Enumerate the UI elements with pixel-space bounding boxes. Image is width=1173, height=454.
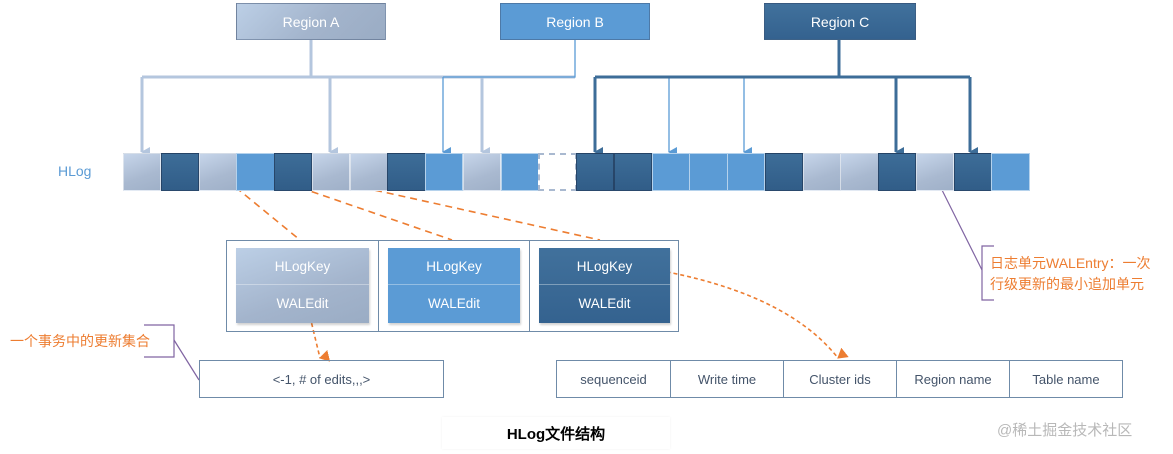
wal-entry-box: HLogKey WALEdit: [388, 248, 520, 323]
hlog-label: HLog: [58, 163, 92, 179]
field-table-name: Table name: [1009, 361, 1122, 397]
hlogkey-fields: sequenceid Write time Cluster ids Region…: [556, 360, 1123, 398]
leader-left: [173, 339, 200, 381]
region-a-connectors: [140, 40, 575, 157]
region-c-label: Region C: [810, 13, 870, 30]
mapping-line-b: [254, 171, 453, 241]
annotation-update-set: 一个事务中的更新集合: [10, 333, 150, 349]
hlog-cell-region-b: [991, 153, 1030, 191]
hlog-cell-region-c: [953, 153, 992, 191]
hlog-cell-region-a: [311, 153, 350, 191]
annotation-walentry-line2: 行级更新的最小追加单元: [990, 276, 1144, 292]
hlog-cell-region-a: [123, 153, 162, 191]
bracket-right: [981, 245, 994, 301]
region-b-box: Region B: [500, 3, 650, 40]
hlog-cell-region-a: [462, 153, 501, 191]
region-c-box: Region C: [764, 3, 916, 40]
wal-entry-b: HLogKey WALEdit: [378, 241, 529, 331]
region-a-box: Region A: [236, 3, 386, 40]
annotation-walentry-line1: 日志单元WALEntry：一次: [990, 255, 1151, 271]
wal-entry-group: HLogKey WALEdit HLogKey WALEdit HLogKey …: [226, 240, 679, 332]
hlog-cell-region-b: [500, 153, 539, 191]
hlog-cell-region-a: [915, 153, 954, 191]
wal-entry-box: HLogKey WALEdit: [236, 248, 369, 323]
hlogkey-cell: HLogKey: [236, 248, 369, 285]
hlog-cell-region-c: [387, 153, 426, 191]
hlogkey-cell: HLogKey: [388, 248, 520, 285]
hlog-cell-region-a: [198, 153, 237, 191]
wal-entry-box: HLogKey WALEdit: [539, 248, 670, 323]
hlog-cell-region-c: [576, 153, 615, 191]
hlog-cell-region-c: [274, 153, 313, 191]
region-c-connectors: [593, 40, 978, 157]
region-a-label: Region A: [282, 13, 340, 30]
hlog-cell-region-b: [236, 153, 275, 191]
waledit-cell: WALEdit: [427, 296, 481, 311]
region-b-label: Region B: [546, 13, 604, 30]
hlog-cell-region-a: [802, 153, 841, 191]
hlog-cell-region-c: [764, 153, 803, 191]
hlog-cell-region-c: [160, 153, 199, 191]
field-sequenceid: sequenceid: [580, 371, 647, 387]
waledit-cell: WALEdit: [276, 296, 329, 311]
field-write-time: Write time: [670, 361, 783, 397]
hlog-cell-region-c: [613, 153, 652, 191]
hlog-cell-region-b: [425, 153, 464, 191]
hlog-cell-region-b: [651, 153, 690, 191]
hlog-cell-region-b: [727, 153, 766, 191]
hlog-cell-region-c: [878, 153, 917, 191]
figure-caption: HLog文件结构: [442, 417, 670, 449]
hlog-cell-region-a: [349, 153, 388, 191]
hlog-cell-strip: [123, 153, 1030, 191]
waledit-content-box: <-1, # of edits,,,>: [199, 360, 444, 398]
field-cluster-ids: Cluster ids: [783, 361, 896, 397]
hlog-cell-region-a: [840, 153, 879, 191]
hlog-cell-region-b: [689, 153, 728, 191]
hlogkey-cell: HLogKey: [539, 248, 670, 285]
hlog-cell-empty: [538, 153, 577, 191]
annotation-walentry: 日志单元WALEntry：一次 行级更新的最小追加单元: [990, 253, 1151, 295]
waledit-cell: WALEdit: [578, 296, 631, 311]
wal-entry-c: HLogKey WALEdit: [529, 241, 679, 331]
wal-entry-a: HLogKey WALEdit: [227, 241, 378, 331]
field-region-name: Region name: [896, 361, 1009, 397]
watermark: @稀土掘金技术社区: [997, 422, 1133, 439]
